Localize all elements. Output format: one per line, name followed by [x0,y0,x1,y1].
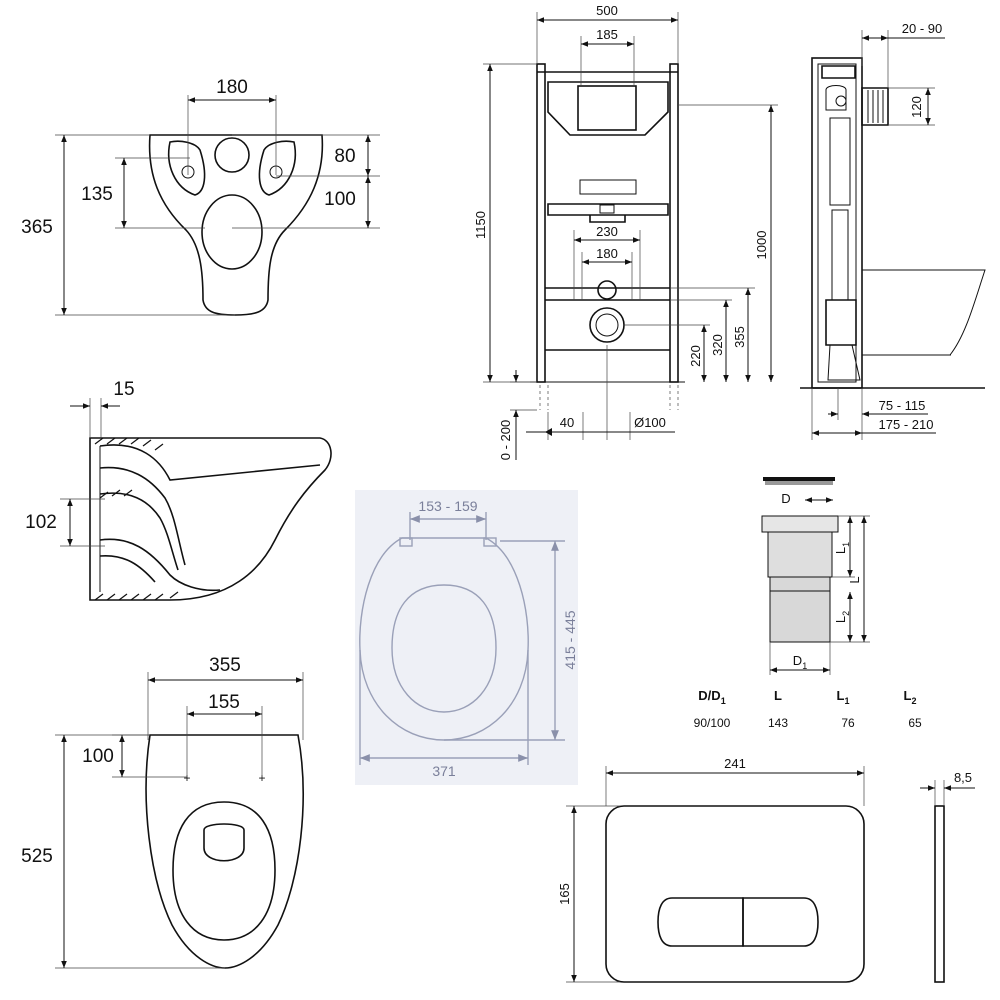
dim-40-label: 40 [560,415,574,430]
pipe-l-label: L [847,576,862,583]
dim-241-label: 241 [724,756,746,771]
table-value-l2: 65 [908,716,922,730]
table-header-l: L [774,688,782,703]
dim-185-label: 185 [596,27,618,42]
svg-text:+: + [258,771,265,785]
dim-165-label: 165 [557,883,572,905]
pipe-d-label: D [781,491,790,506]
dim-230-label: 230 [596,224,618,239]
dim-371-label: 371 [432,763,456,779]
table-value-l: 143 [768,716,788,730]
svg-text:+: + [183,771,190,785]
table-header-l1: L1 [837,688,850,706]
dim-220-label: 220 [688,345,703,367]
dim-135-label: 135 [81,184,113,205]
dim-120-label: 120 [909,96,924,118]
toilet-top-view: + + 355 155 100 525 [21,655,304,969]
dim-320-label: 320 [710,334,725,356]
installation-frame-front: 500 185 1150 1000 355 320 220 230 180 [473,3,778,460]
dim-102-label: 102 [25,512,57,533]
hatching [94,437,179,601]
dim-155-label: 155 [208,692,240,713]
table-value-d-d1: 90/100 [694,716,731,730]
dim-75-115-label: 75 - 115 [879,398,926,413]
dim-15-label: 15 [113,379,134,400]
table-header-l2: L2 [904,688,917,706]
dim-80-label: 80 [334,146,355,167]
dim-525-label: 525 [21,846,53,867]
dim-355-label: 355 [209,655,241,676]
flush-button-plate: 241 165 [557,756,865,983]
seat-panel-background [355,490,578,785]
toilet-front-view: 180 80 100 135 365 [21,77,380,316]
dim-180f-label: 180 [596,246,618,261]
pipe-l1-label: L1 [833,542,851,554]
dim-100-label: 100 [324,189,356,210]
dim-1150-label: 1150 [473,211,488,239]
dim-20-90-label: 20 - 90 [902,21,942,36]
pipe-d1-label: D1 [793,653,807,671]
dim-0-200-label: 0 - 200 [498,420,513,460]
table-value-l1: 76 [841,716,855,730]
installation-frame-side: 20 - 90 120 75 - 115 175 - 210 [800,21,986,440]
dim-100b-label: 100 [82,746,114,767]
table-header-d-d1: D/D1 [698,688,725,706]
dim-415-445-label: 415 - 445 [562,610,578,669]
dim-1000-label: 1000 [754,231,769,260]
pipe-dimension-table: D/D1 L L1 L2 90/100 143 76 65 [694,688,922,730]
pipe-l2-label: L2 [833,611,851,623]
pipe-connector: D L1 L L2 D1 [761,477,870,675]
flush-button-side: 8,5 [920,770,975,983]
dim-diameter-100-label: Ø100 [634,415,666,430]
toilet-side-section: 15 102 [25,379,332,601]
dim-500-label: 500 [596,3,618,18]
dim-355f-label: 355 [732,326,747,348]
dim-153-159-label: 153 - 159 [418,498,477,514]
dim-8-5-label: 8,5 [954,770,972,785]
dim-175-210-label: 175 - 210 [879,417,934,432]
dim-180-label: 180 [216,77,248,98]
seat-drawing: 153 - 159 415 - 445 371 [355,490,578,785]
dim-365-label: 365 [21,217,53,238]
